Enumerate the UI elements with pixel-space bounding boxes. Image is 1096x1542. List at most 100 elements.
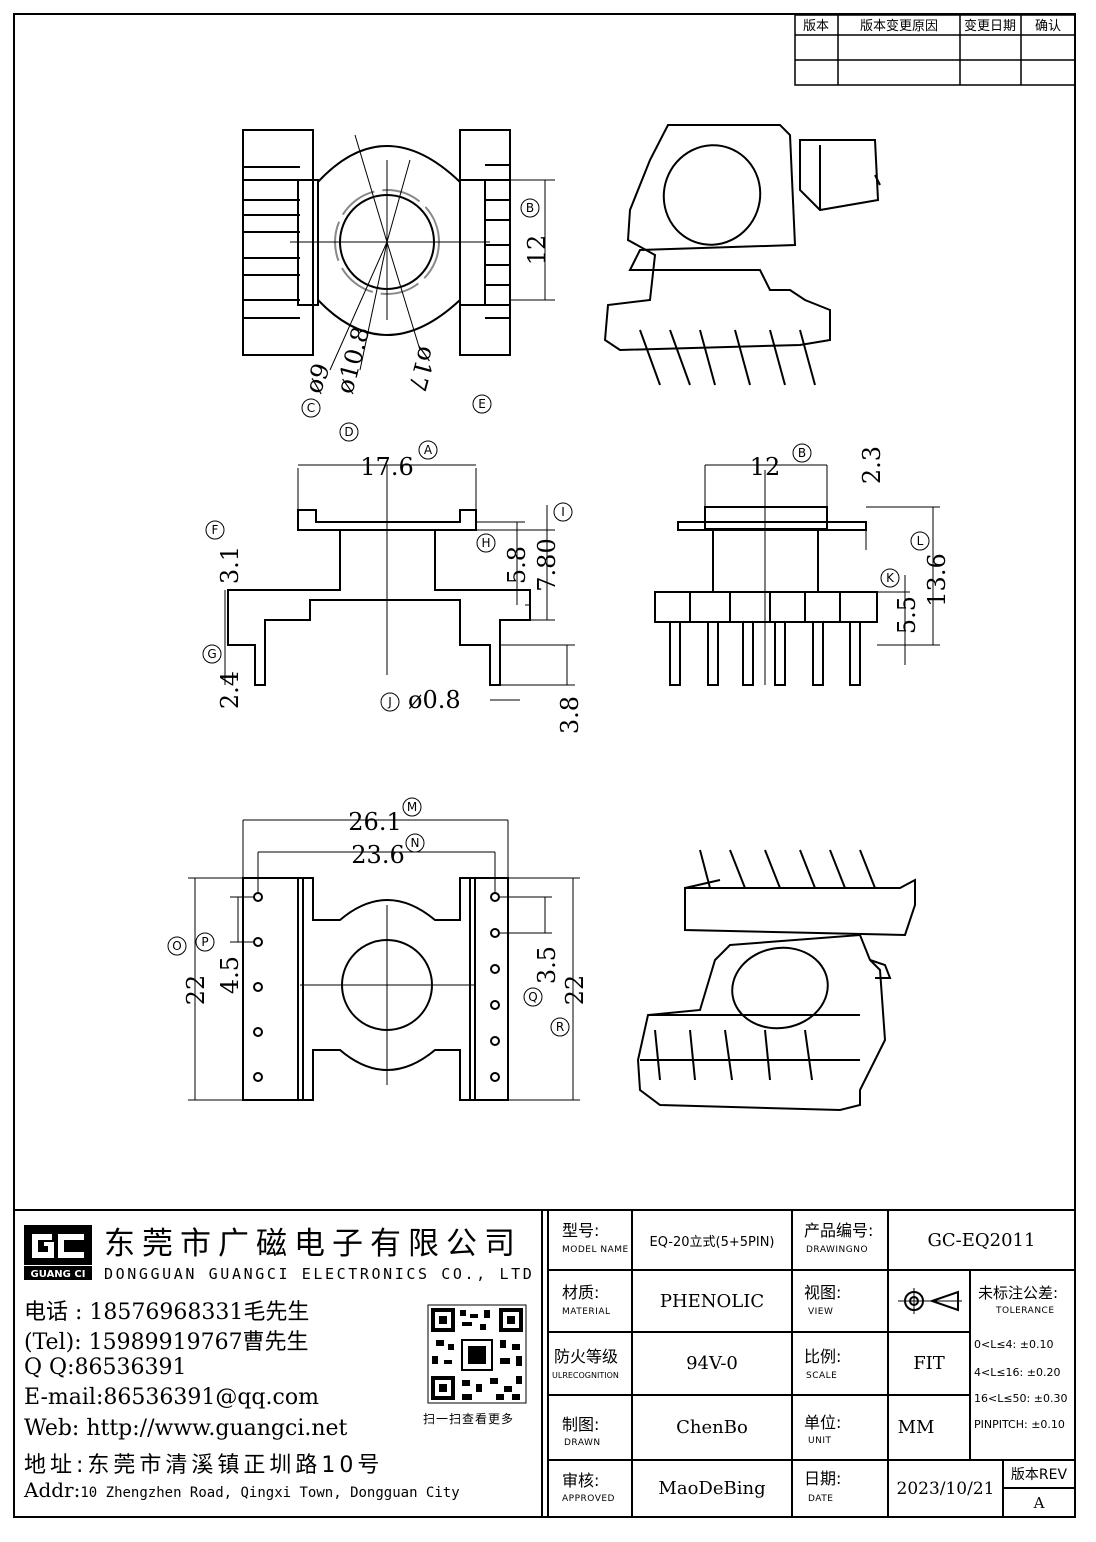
callout-M: M	[407, 800, 417, 814]
dim-phi17: ø17	[403, 343, 442, 394]
callout-E: E	[478, 397, 486, 411]
dim-17-6: 17.6	[360, 453, 413, 481]
front-view	[224, 464, 575, 701]
rev-header-reason: 版本变更原因	[860, 18, 938, 34]
scale-sub: SCALE	[806, 1371, 838, 1381]
company-address-en: Addr:10 Zhengzhen Road, Qingxi Town, Don…	[24, 1478, 460, 1502]
date-value: 2023/10/21	[896, 1478, 995, 1499]
view-label: 视图:	[804, 1283, 842, 1302]
address-prefix: Addr:	[24, 1478, 81, 1502]
date-label: 日期:	[804, 1469, 842, 1488]
dim-13-6: 13.6	[923, 553, 951, 606]
company-email: E-mail:86536391@qq.com	[24, 1385, 319, 1410]
revision-table	[794, 14, 1076, 86]
model-sub: MODEL NAME	[562, 1245, 629, 1255]
dim-7-80: 7.80	[533, 538, 561, 591]
address-en-text: 10 Zhengzhen Road, Qingxi Town, Dongguan…	[80, 1485, 460, 1501]
dim-pin-diameter: ø0.8	[408, 686, 461, 714]
callout-C: C	[307, 401, 315, 415]
model-label: 型号:	[562, 1221, 600, 1240]
drawn-label: 制图:	[562, 1415, 600, 1434]
dim-5-8: 5.8	[503, 546, 531, 584]
side-view	[654, 464, 940, 686]
dim-26-1: 26.1	[348, 808, 401, 836]
dim-2-3: 2.3	[858, 446, 886, 484]
rev-header-date: 变更日期	[964, 18, 1016, 34]
drawingno-label: 产品编号:	[804, 1221, 874, 1240]
drawing-border	[13, 13, 1076, 1518]
dim-3-5: 3.5	[533, 946, 561, 984]
logo-text: GUANG CI	[31, 1269, 86, 1280]
company-logo: GUANG CI	[24, 1225, 92, 1280]
tolerance-sub: TOLERANCE	[996, 1306, 1055, 1316]
callout-N: N	[411, 836, 420, 850]
title-block-grid	[14, 1209, 1075, 1517]
scale-label: 比例:	[804, 1347, 842, 1366]
tolerance-2: 4<L≤16: ±0.20	[974, 1366, 1061, 1379]
material-value: PHENOLIC	[659, 1290, 765, 1312]
callout-D: D	[344, 425, 353, 439]
callout-G: G	[207, 647, 216, 661]
iso-view-top	[603, 124, 881, 386]
drawingno-sub: DRAWINGNO	[806, 1245, 869, 1255]
dim-3-8: 3.8	[556, 696, 584, 734]
projection-symbol	[898, 1288, 962, 1314]
iso-view-bottom	[636, 849, 916, 1112]
dim-2-4: 2.4	[216, 671, 244, 709]
revision-label: 版本REV	[1010, 1467, 1068, 1483]
tolerance-3: 16<L≤50: ±0.30	[974, 1392, 1068, 1405]
dim-3-1: 3.1	[216, 546, 244, 584]
dim-phi9: ø9	[299, 360, 335, 398]
drawn-sub: DRAWN	[564, 1438, 601, 1448]
dim-12-side: 12	[750, 453, 781, 481]
callout-A: A	[424, 443, 433, 457]
fire-rating-sub: ULRECOGNITION	[552, 1371, 619, 1380]
callout-F: F	[212, 523, 219, 537]
material-label: 材质:	[562, 1283, 600, 1302]
callout-B2: B	[798, 446, 806, 460]
company-web: Web: http://www.guangci.net	[24, 1416, 348, 1441]
dim-22-left: 22	[182, 975, 210, 1006]
callout-H: H	[481, 536, 490, 550]
rev-header-version: 版本	[803, 19, 829, 34]
callout-O: O	[172, 939, 181, 953]
view-sub: VIEW	[808, 1307, 834, 1317]
company-name-cn: 东莞市广磁电子有限公司	[104, 1226, 522, 1262]
drawingno-value: GC-EQ2011	[927, 1229, 1036, 1251]
dim-12-top: 12	[523, 235, 551, 266]
callout-Q: Q	[528, 990, 537, 1004]
date-sub: DATE	[808, 1494, 834, 1504]
company-tel: (Tel): 15989919767曹先生	[24, 1330, 309, 1355]
company-qq: Q Q:86536391	[24, 1355, 187, 1380]
fire-rating-label: 防火等级	[554, 1347, 619, 1366]
fire-rating-value: 94V-0	[686, 1353, 738, 1374]
callout-P: P	[201, 935, 208, 949]
top-view	[242, 129, 555, 371]
rev-header-confirm: 确认	[1035, 19, 1061, 34]
drawn-value: ChenBo	[676, 1417, 748, 1438]
tolerance-4: PINPITCH: ±0.10	[974, 1418, 1065, 1431]
bottom-view	[188, 819, 580, 1101]
qr-code	[427, 1304, 527, 1404]
callout-K: K	[886, 571, 895, 585]
dim-22-right: 22	[561, 975, 589, 1006]
tolerance-label: 未标注公差:	[978, 1284, 1059, 1302]
company-address-cn: 地址:东莞市清溪镇正圳路10号	[24, 1453, 384, 1478]
dim-23-6: 23.6	[351, 841, 404, 869]
unit-value: MM	[897, 1417, 935, 1438]
callout-B: B	[526, 201, 534, 215]
qr-caption: 扫一扫查看更多	[423, 1412, 515, 1426]
callout-I: I	[561, 505, 565, 519]
unit-sub: UNIT	[808, 1436, 832, 1446]
approved-sub: APPROVED	[562, 1494, 615, 1504]
scale-value: FIT	[913, 1353, 945, 1374]
dim-4-5: 4.5	[216, 956, 244, 994]
tolerance-1: 0<L≤4: ±0.10	[974, 1338, 1054, 1351]
model-value: EQ-20立式(5+5PIN)	[649, 1234, 775, 1250]
unit-label: 单位:	[804, 1413, 842, 1432]
company-name-en: DONGGUAN GUANGCI ELECTRONICS CO., LTD	[104, 1265, 535, 1283]
dim-5-5: 5.5	[893, 596, 921, 634]
approved-value: MaoDeBing	[658, 1478, 766, 1499]
revision-value: A	[1033, 1493, 1045, 1512]
